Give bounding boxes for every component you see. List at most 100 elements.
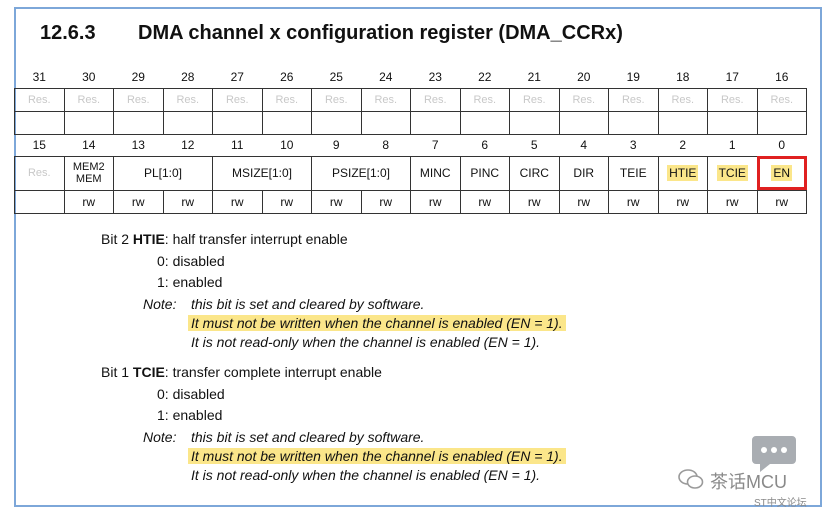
- reserved-field: Res.: [212, 87, 263, 112]
- bit-number: 5: [530, 137, 538, 152]
- field-teie: TEIE: [608, 155, 659, 191]
- bit1-prefix: Bit 1: [101, 364, 130, 380]
- bit-number: 15: [32, 137, 46, 152]
- reserved-field: Res.: [162, 87, 213, 112]
- bit-number: 1: [728, 137, 736, 152]
- lower-field-row: Res. MEM2 MEM PL[1:0] MSIZE[1:0] PSIZE[1…: [14, 155, 807, 191]
- access-type: rw: [261, 189, 312, 214]
- section-number: 12.6.3: [40, 22, 96, 44]
- reserved-field: Res.: [756, 87, 807, 112]
- bit-number: 21: [527, 69, 541, 84]
- reserved-field: Res.: [113, 87, 164, 112]
- reserved-field: Res.: [459, 87, 510, 112]
- field-mem2mem-line1: MEM2: [72, 161, 105, 173]
- page-frame: [14, 7, 822, 507]
- bit-number: 26: [280, 69, 294, 84]
- watermark-text: 茶话MCU: [710, 472, 787, 492]
- bit1-name: TCIE: [132, 364, 165, 380]
- bit-number: 23: [428, 69, 442, 84]
- field-en-label: EN: [771, 165, 793, 181]
- access-type: rw: [360, 189, 411, 214]
- bit-number: 16: [775, 69, 789, 84]
- bit-number: 25: [329, 69, 343, 84]
- bit-number: 18: [676, 69, 690, 84]
- bit2-note-label: Note:: [143, 296, 177, 312]
- field-pl: PL[1:0]: [113, 155, 213, 191]
- access-type: rw: [212, 189, 263, 214]
- bit-number: 8: [382, 137, 390, 152]
- watermark-subtext: ST中文论坛: [754, 498, 807, 509]
- bit2-note2: It must not be written when the channel …: [188, 315, 566, 331]
- bit-number: 2: [679, 137, 687, 152]
- bit1-heading: Bit 1 TCIE: transfer complete interrupt …: [101, 364, 382, 380]
- bit2-note2-wrap: It must not be written when the channel …: [188, 315, 566, 331]
- upper-access-row: [14, 110, 807, 135]
- bit-number: 9: [332, 137, 340, 152]
- wechat-icon: [678, 469, 704, 489]
- bit1-desc: : transfer complete interrupt enable: [164, 364, 382, 380]
- reserved-field: Res.: [14, 155, 65, 191]
- bit2-heading: Bit 2 HTIE: half transfer interrupt enab…: [101, 231, 348, 247]
- field-circ: CIRC: [509, 155, 560, 191]
- bit2-note3: It is not read-only when the channel is …: [191, 334, 541, 350]
- bit-number: 7: [431, 137, 439, 152]
- access-type: rw: [657, 189, 708, 214]
- bit2-value0: 0: disabled: [157, 253, 225, 269]
- reserved-field: Res.: [261, 87, 312, 112]
- access-type: rw: [509, 189, 560, 214]
- reserved-field: Res.: [63, 87, 114, 112]
- access-type: rw: [459, 189, 510, 214]
- bit-number: 11: [231, 137, 244, 152]
- register-upper-half: 31 30 29 28 27 26 25 24 23 22 21 20 19 1…: [14, 66, 807, 135]
- bit-number: 19: [626, 69, 640, 84]
- access-type: rw: [558, 189, 609, 214]
- bit2-value1: 1: enabled: [157, 274, 223, 290]
- access-type: rw: [410, 189, 461, 214]
- field-en: EN: [756, 155, 807, 191]
- access-type: rw: [311, 189, 362, 214]
- upper-field-row: Res. Res. Res. Res. Res. Res. Res. Res. …: [14, 87, 807, 112]
- watermark: 茶话MCU ST中文论坛: [676, 432, 826, 512]
- field-minc: MINC: [410, 155, 461, 191]
- bit-number: 3: [629, 137, 637, 152]
- field-tcie-label: TCIE: [716, 165, 748, 181]
- bit1-value0: 0: disabled: [157, 386, 225, 402]
- access-type: rw: [162, 189, 213, 214]
- bit1-note-label: Note:: [143, 429, 177, 445]
- bit1-value1: 1: enabled: [157, 407, 223, 423]
- field-msize: MSIZE[1:0]: [212, 155, 312, 191]
- reserved-field: Res.: [410, 87, 461, 112]
- bit1-note1: this bit is set and cleared by software.: [191, 429, 425, 445]
- bit2-note1: this bit is set and cleared by software.: [191, 296, 425, 312]
- bit-number: 4: [580, 137, 588, 152]
- access-type: rw: [756, 189, 807, 214]
- reserved-field: Res.: [509, 87, 560, 112]
- bit2-desc: : half transfer interrupt enable: [164, 231, 348, 247]
- field-htie: HTIE: [657, 155, 708, 191]
- register-lower-half: 15 14 13 12 11 10 9 8 7 6 5 4 3 2 1 0 Re…: [14, 134, 807, 214]
- reserved-field: Res.: [657, 87, 708, 112]
- reserved-field: Res.: [558, 87, 609, 112]
- bit-number: 28: [181, 69, 195, 84]
- access-type: rw: [707, 189, 758, 214]
- bit-number: 30: [82, 69, 96, 84]
- lower-bit-numbers: 15 14 13 12 11 10 9 8 7 6 5 4 3 2 1 0: [15, 134, 807, 156]
- field-dir: DIR: [558, 155, 609, 191]
- bit-number: 10: [280, 137, 294, 152]
- bit-number: 6: [481, 137, 489, 152]
- field-pinc: PINC: [459, 155, 510, 191]
- field-mem2mem: MEM2 MEM: [63, 155, 114, 191]
- bit-number: 20: [577, 69, 591, 84]
- bit1-note2: It must not be written when the channel …: [188, 448, 566, 464]
- bit-number: 14: [82, 137, 96, 152]
- access-type: rw: [63, 189, 114, 214]
- access-type: rw: [113, 189, 164, 214]
- access-empty: [14, 189, 65, 214]
- bit-number: 31: [32, 69, 46, 84]
- field-tcie: TCIE: [707, 155, 758, 191]
- bit2-prefix: Bit 2: [101, 231, 130, 247]
- bit-number: 24: [379, 69, 393, 84]
- bit1-note3: It is not read-only when the channel is …: [191, 467, 541, 483]
- lower-access-row: rw rw rw rw rw rw rw rw rw rw rw rw rw r…: [14, 189, 807, 214]
